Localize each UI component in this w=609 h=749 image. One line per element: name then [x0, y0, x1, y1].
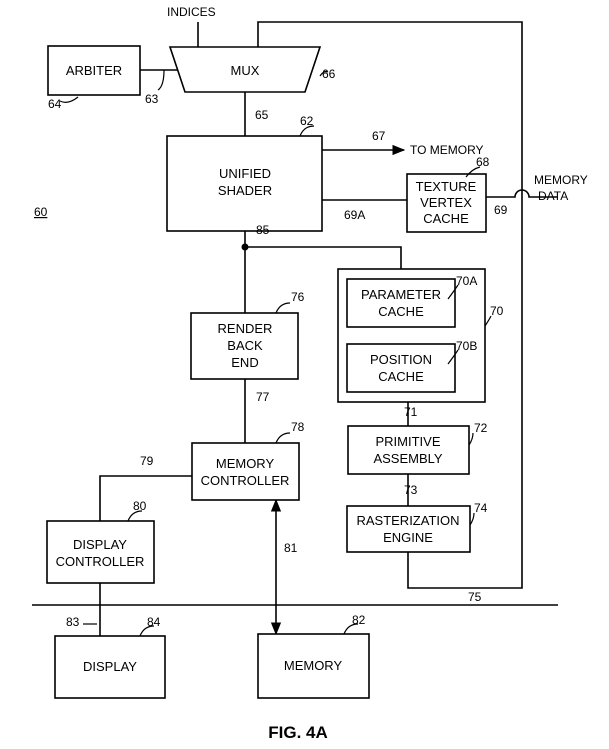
memory-controller-ref: 78 [291, 420, 305, 434]
cache-group-ref: 70 [490, 304, 504, 318]
unified-shader-label-1: UNIFIED [219, 166, 271, 181]
texture-cache-label-2: VERTEX [420, 195, 472, 210]
primitive-raster-ref: 73 [404, 483, 418, 497]
to-memory-label: TO MEMORY [410, 143, 484, 157]
cache-primitive-ref: 71 [404, 405, 418, 419]
primitive-ref-leader [468, 432, 474, 446]
display-label: DISPLAY [83, 659, 137, 674]
memory-controller-label-1: MEMORY [216, 456, 275, 471]
position-cache-ref: 70B [456, 339, 477, 353]
memory-controller-block [191, 442, 300, 501]
parameter-cache-label-1: PARAMETER [361, 287, 441, 302]
node-cache-wire [245, 246, 402, 269]
shader-output-ref: 85 [256, 223, 270, 237]
memctrl-ref-leader [275, 432, 291, 444]
arbiter-ref: 64 [48, 97, 62, 111]
texture-vertex-cache-block [406, 173, 487, 233]
memory-data-label-2: DATA [538, 189, 568, 203]
primitive-assembly-label-2: ASSEMBLY [373, 451, 442, 466]
text-labels: INDICES 66 64 63 65 62 67 TO MEMORY 68 M… [34, 5, 588, 742]
rasterization-engine-label-2: ENGINE [383, 530, 433, 545]
memory-ref: 82 [352, 613, 366, 627]
shader-ref: 62 [300, 114, 314, 128]
position-ref-leader [447, 349, 459, 365]
arbiter-label: ARBITER [66, 63, 122, 78]
unified-shader-label-2: SHADER [218, 183, 272, 198]
to-memory-ref: 67 [372, 129, 386, 143]
parameter-ref-leader [447, 284, 459, 300]
render-back-end-label-2: BACK [227, 338, 263, 353]
memctrl-display-wire [99, 475, 192, 521]
display-ref-leader [139, 625, 155, 637]
position-cache-label-1: POSITION [370, 352, 432, 367]
parameter-cache-ref: 70A [456, 274, 477, 288]
mux-shader-ref: 65 [255, 108, 269, 122]
memctrl-memory-ref: 81 [284, 541, 298, 555]
position-cache-block [346, 343, 456, 393]
primitive-assembly-ref: 72 [474, 421, 488, 435]
memory-ref-leader [343, 623, 359, 635]
texture-ref: 68 [476, 155, 490, 169]
arbiter-ref-leader [59, 96, 79, 103]
raster-feedback-ref: 75 [468, 590, 482, 604]
arbiter-mux-ref: 63 [145, 92, 159, 106]
render-memctrl-ref: 77 [256, 390, 270, 404]
display-controller-ref: 80 [133, 499, 147, 513]
memctrl-display-ref: 79 [140, 454, 154, 468]
parameter-cache-label-2: CACHE [378, 304, 424, 319]
rasterization-engine-ref: 74 [474, 501, 488, 515]
rasterization-engine-label-1: RASTERIZATION [356, 513, 459, 528]
mux-block [168, 46, 322, 93]
raster-feedback-wire [257, 21, 523, 589]
position-cache-label-2: CACHE [378, 369, 424, 384]
parameter-cache-block [346, 278, 456, 328]
indices-label: INDICES [167, 5, 216, 19]
cache-group-ref-leader [484, 315, 492, 327]
blocks: ARBITER MUX UNIFIED SHADER TEXTURE VERTE… [46, 45, 487, 699]
display-controller-label-1: DISPLAY [73, 537, 127, 552]
junction-node [241, 243, 249, 251]
figure-label: FIG. 4A [268, 723, 328, 742]
reference-leaders [59, 69, 492, 637]
memory-block [257, 633, 370, 699]
display-controller-block [46, 520, 155, 584]
render-back-end-ref: 76 [291, 290, 305, 304]
shader-ref-leader [299, 125, 315, 137]
memory-data-wire [486, 189, 557, 198]
raster-ref-leader [469, 512, 475, 526]
render-back-end-block [190, 312, 299, 380]
mux-ref: 66 [322, 67, 336, 81]
display-controller-ref-leader [127, 510, 143, 522]
memory-controller-label-2: CONTROLLER [201, 473, 290, 488]
display-block [54, 635, 166, 699]
display-bus-ref: 83 [66, 615, 80, 629]
render-back-end-label-1: RENDER [218, 321, 273, 336]
texture-cache-label-3: CACHE [423, 211, 469, 226]
unified-shader-block [166, 135, 323, 232]
wires [32, 21, 558, 636]
rasterization-engine-block [346, 505, 471, 553]
system-ref: 60 [34, 205, 48, 219]
primitive-assembly-block [347, 425, 470, 475]
render-ref-leader [275, 302, 291, 314]
mux-ref-leader [319, 70, 329, 77]
memory-data-label-1: MEMORY [534, 173, 588, 187]
memory-data-ref: 69 [494, 203, 508, 217]
display-controller-label-2: CONTROLLER [56, 554, 145, 569]
texture-cache-label-1: TEXTURE [416, 179, 477, 194]
primitive-assembly-label-1: PRIMITIVE [375, 434, 440, 449]
texture-ref-leader [465, 166, 481, 178]
mux-label: MUX [231, 63, 260, 78]
display-ref: 84 [147, 615, 161, 629]
render-back-end-label-3: END [231, 355, 258, 370]
memory-label: MEMORY [284, 658, 343, 673]
arbiter-mux-ref-leader [157, 69, 165, 91]
shader-texture-ref: 69A [344, 208, 365, 222]
arbiter-block [47, 45, 141, 96]
